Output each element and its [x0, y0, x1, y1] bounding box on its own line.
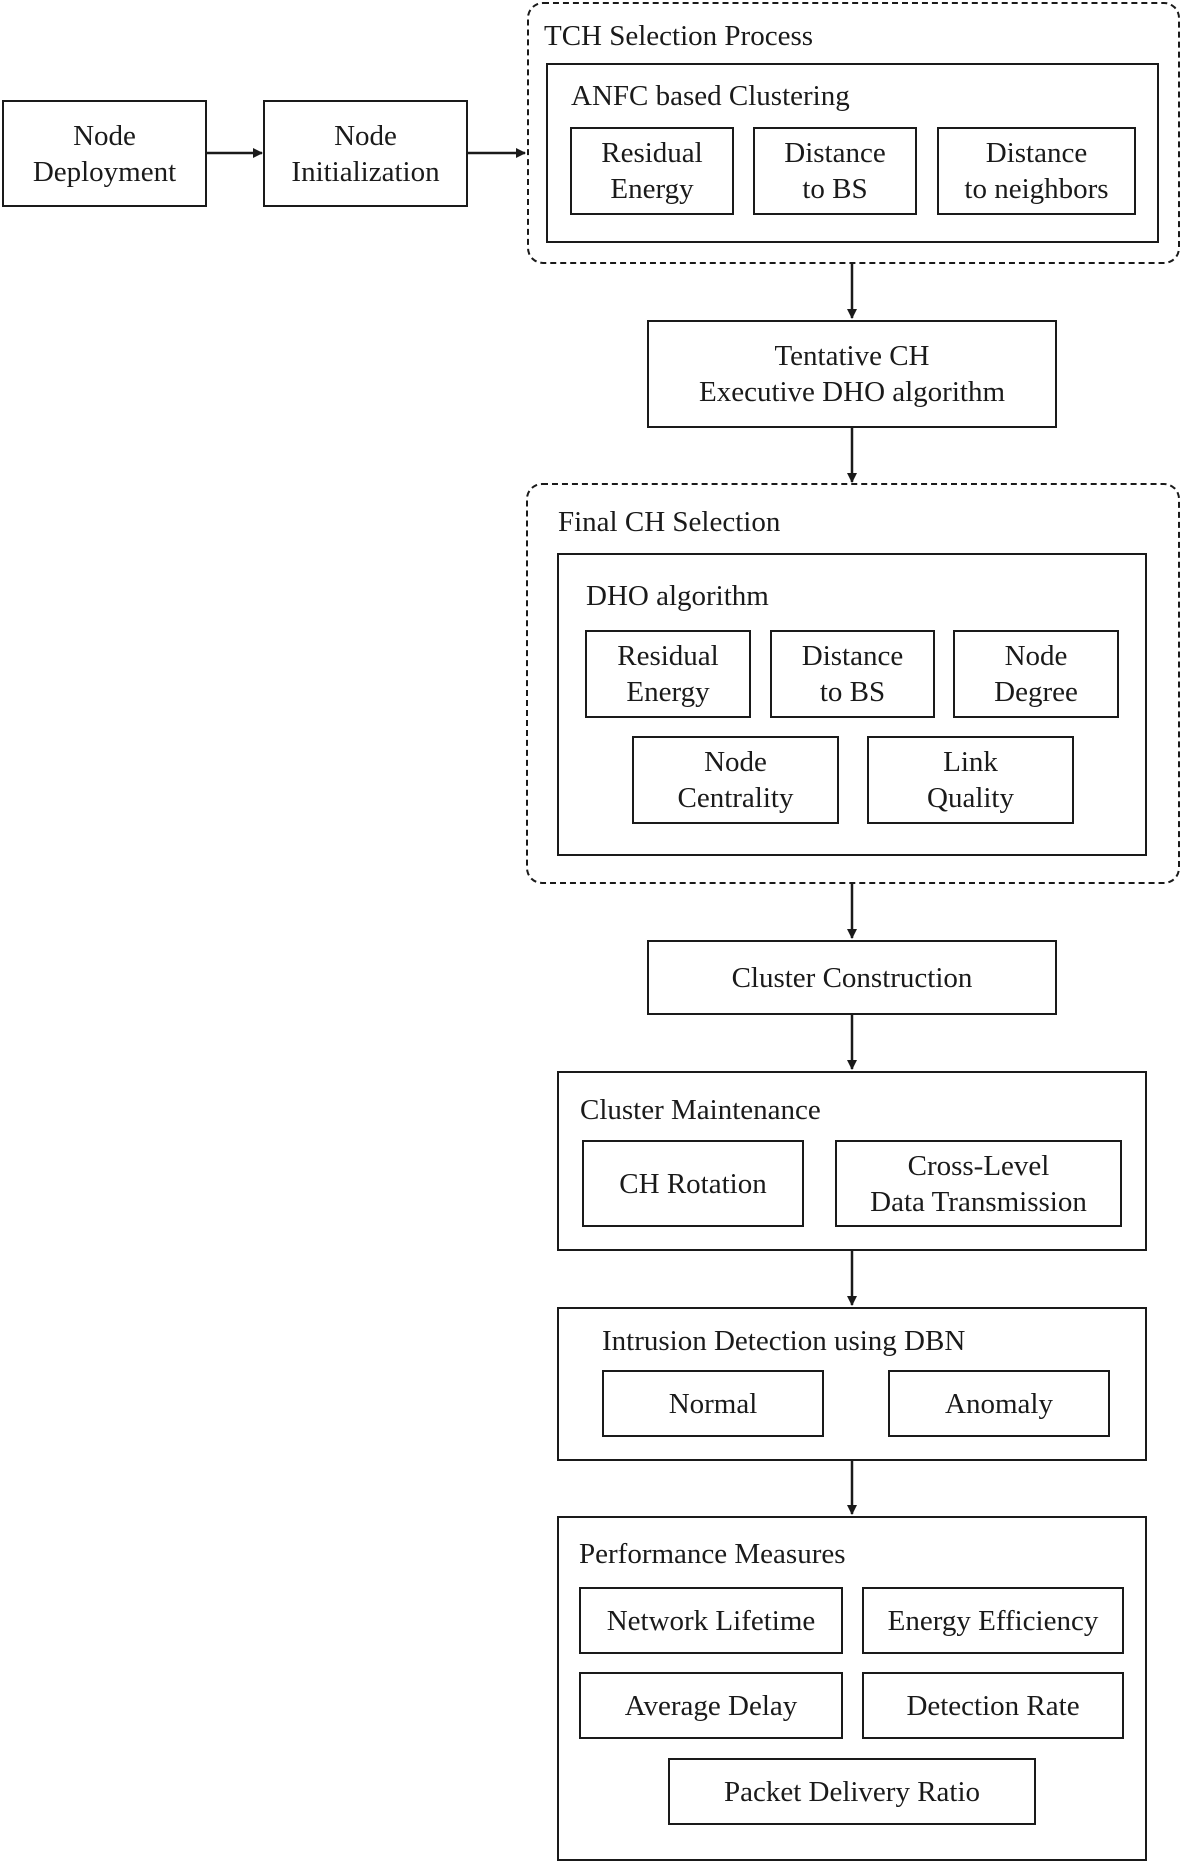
cluster-construction-box: Cluster Construction — [647, 940, 1057, 1015]
normal-box: Normal — [602, 1370, 824, 1437]
detection-rate-box: Detection Rate — [862, 1672, 1124, 1739]
node-centrality-box: Node Centrality — [632, 736, 839, 824]
final-ch-selection-group — [526, 483, 1180, 884]
ch-rotation-box: CH Rotation — [582, 1140, 804, 1227]
tch-distance-to-bs-box: Distance to BS — [753, 127, 917, 215]
performance-measures-title: Performance Measures — [579, 1538, 846, 1570]
final-distance-to-bs-box: Distance to BS — [770, 630, 935, 718]
final-ch-selection-title: Final CH Selection — [558, 506, 781, 538]
cross-level-data-transmission-box: Cross-Level Data Transmission — [835, 1140, 1122, 1227]
tentative-ch-box: Tentative CH Executive DHO algorithm — [647, 320, 1057, 428]
node-deployment-box: Node Deployment — [2, 100, 207, 207]
intrusion-detection-title: Intrusion Detection using DBN — [602, 1325, 966, 1357]
tch-selection-title: TCH Selection Process — [544, 20, 814, 52]
node-initialization-box: Node Initialization — [263, 100, 468, 207]
link-quality-box: Link Quality — [867, 736, 1074, 824]
tch-selection-process-group — [527, 2, 1180, 264]
average-delay-box: Average Delay — [579, 1672, 843, 1739]
packet-delivery-ratio-box: Packet Delivery Ratio — [668, 1758, 1036, 1825]
cluster-maintenance-title: Cluster Maintenance — [580, 1094, 821, 1126]
anfc-clustering-title: ANFC based Clustering — [571, 80, 850, 112]
node-degree-box: Node Degree — [953, 630, 1119, 718]
tch-residual-energy-box: Residual Energy — [570, 127, 734, 215]
dho-algorithm-title: DHO algorithm — [586, 580, 769, 612]
anomaly-box: Anomaly — [888, 1370, 1110, 1437]
tch-distance-to-neighbors-box: Distance to neighbors — [937, 127, 1136, 215]
final-residual-energy-box: Residual Energy — [585, 630, 751, 718]
energy-efficiency-box: Energy Efficiency — [862, 1587, 1124, 1654]
network-lifetime-box: Network Lifetime — [579, 1587, 843, 1654]
